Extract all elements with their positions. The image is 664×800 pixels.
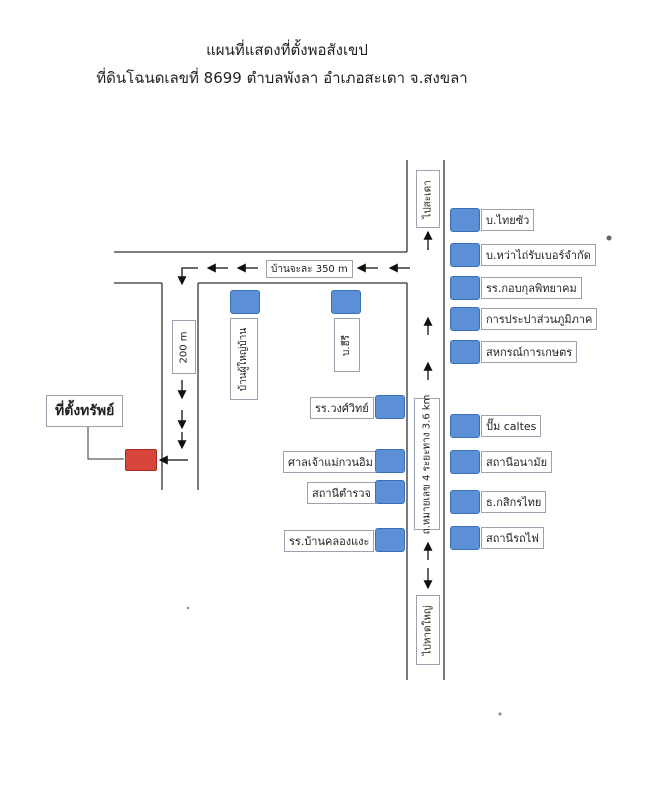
place-marker [450,208,480,232]
place-label: รร.กอบกุลพิทยาคม [481,277,582,299]
place-marker [375,480,405,504]
place-marker [450,340,480,364]
company-ori-marker [331,290,361,314]
place-label: สถานีตำรวจ [307,482,376,504]
place-marker [450,490,480,514]
place-marker [450,307,480,331]
place-label: สหกรณ์การเกษตร [481,341,578,363]
place-marker [450,526,480,550]
main-road-label: ถ.หมายเลข 4 ระยะทาง 3.6 km [414,394,440,534]
to-hatyai-label: ไปหาดใหญ่ [416,595,440,665]
place-marker [450,276,480,300]
place-label: บ.ไทยซัว [481,209,535,231]
place-marker [375,395,405,419]
property-label: ที่ตั้งทรัพย์ [46,395,124,427]
to-sadao-label: ไปสะเดา [416,170,440,228]
place-label: บ.หว่าไถ่รับเบอร์จำกัด [481,244,596,266]
place-marker [450,243,480,267]
place-label: การประปาส่วนภูมิภาค [481,308,598,330]
place-marker [450,414,480,438]
property-marker [125,449,157,471]
distance-200-label: 200 m [172,320,196,374]
map-title: แผนที่แสดงที่ตั้งพอสังเขป [206,41,368,59]
place-marker [450,450,480,474]
place-label: ศาลเจ้าแม่กวนอิม [283,451,378,473]
place-marker [375,528,405,552]
place-label: ธ.กสิกรไทย [481,491,547,513]
place-label: สถานีรถไฟ [481,527,544,549]
place-label: ปั๊ม caltes [481,415,542,437]
place-label: รร.บ้านคลองแงะ [284,530,375,552]
company-ori-label: บ.ฮีรี [334,318,360,372]
village-head-label: บ้านผู้ใหญ่บ้าน [230,318,258,400]
place-marker [375,449,405,473]
side-road-label: บ้านจะละ 350 m [266,260,353,278]
village-head-marker [230,290,260,314]
map-subtitle: ที่ดินโฉนดเลขที่ 8699 ตำบลพังลา อำเภอสะเ… [96,69,468,87]
place-label: รร.วงศ์วิทย์ [310,397,374,419]
place-label: สถานีอนามัย [481,451,553,473]
